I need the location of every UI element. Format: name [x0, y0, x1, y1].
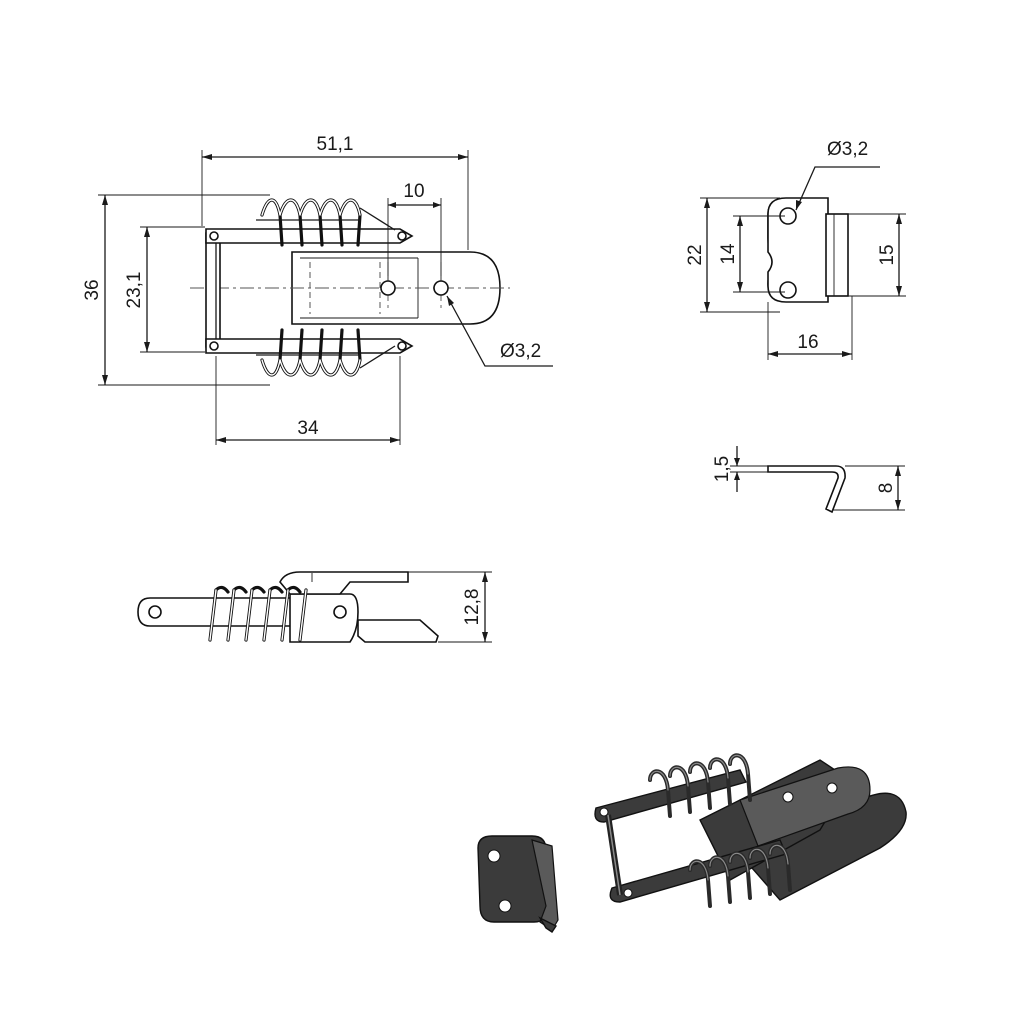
dim-overall-length: 51,1 — [317, 134, 354, 155]
iso-keeper — [477, 835, 559, 933]
side-spring — [208, 585, 308, 642]
lower-spring — [256, 328, 396, 377]
keeper-height: 22 — [685, 244, 706, 265]
keeper-side-view: 1,5 8 — [712, 446, 905, 514]
keeper-view: Ø3,2 22 14 15 16 — [685, 139, 906, 360]
dim-overall-height: 36 — [82, 279, 103, 300]
dim-inner-height: 23,1 — [124, 272, 145, 309]
iso-lower-spring — [688, 843, 792, 908]
keeper-hole-diameter: Ø3,2 — [827, 139, 868, 160]
keeper-tab-height: 15 — [877, 244, 898, 265]
dim-hole-offset: 10 — [403, 181, 424, 202]
side-height: 12,8 — [462, 589, 483, 626]
upper-spring — [256, 198, 396, 247]
dim-hole-diameter: Ø3,2 — [500, 341, 541, 362]
side-view: 12,8 — [137, 571, 492, 643]
dim-base-length: 34 — [297, 418, 319, 439]
keeper-hook-height: 8 — [876, 483, 897, 494]
keeper-width: 16 — [797, 332, 818, 353]
top-view: 51,1 10 36 23,1 Ø3,2 34 — [82, 134, 553, 445]
keeper-hole-spacing: 14 — [718, 243, 739, 265]
iso-latch — [594, 753, 907, 908]
keeper-thickness: 1,5 — [712, 456, 733, 482]
iso-upper-spring — [648, 753, 752, 818]
